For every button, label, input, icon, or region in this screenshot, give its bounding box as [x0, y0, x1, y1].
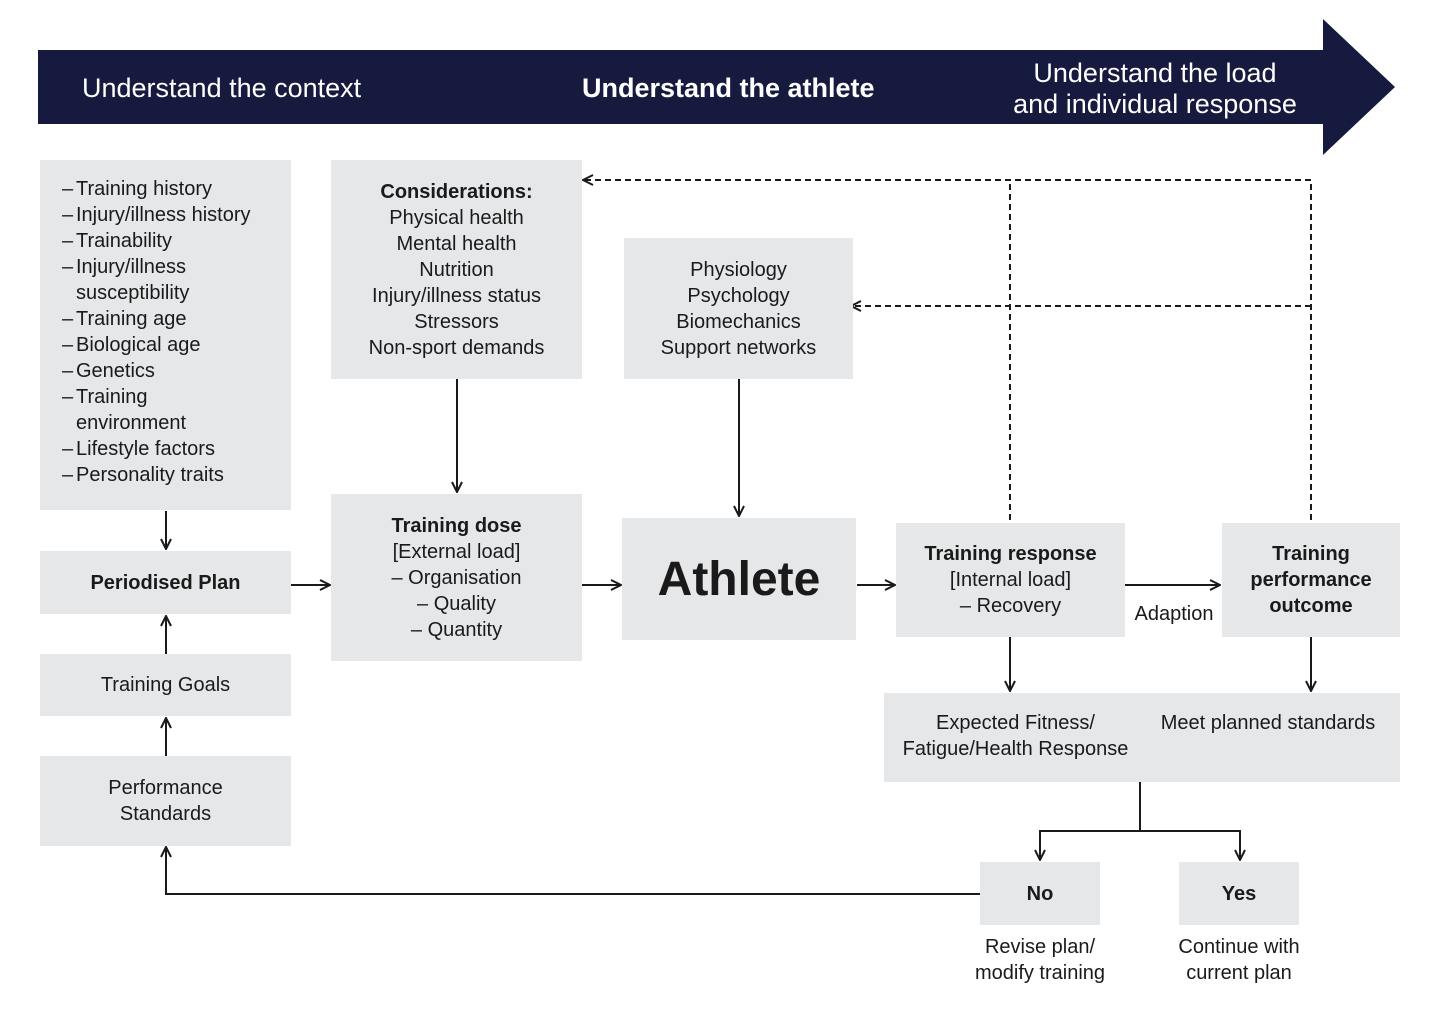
- performance-outcome-line: Training: [1272, 543, 1350, 565]
- context-factor-item: susceptibility: [62, 280, 291, 306]
- training-dose-title: Training dose: [391, 514, 522, 537]
- context-factor-text: Training history: [76, 178, 212, 200]
- considerations-item: Non-sport demands: [368, 336, 545, 359]
- banner-arrow: [38, 19, 1395, 155]
- context-factor-item: –Genetics: [62, 358, 291, 384]
- context-factor-item: environment: [62, 410, 291, 436]
- context-factor-text: Personality traits: [76, 464, 224, 486]
- adaption-label: Adaption: [1134, 603, 1214, 625]
- context-factor-text: Trainability: [76, 230, 172, 252]
- athlete-factor-item: Physiology: [690, 258, 787, 281]
- athlete-factor-item: Support networks: [660, 336, 817, 359]
- yes-caption: Continue with current plan: [1178, 936, 1300, 984]
- context-factor-text: Injury/illness history: [76, 204, 251, 226]
- list-dash: –: [62, 386, 74, 408]
- context-factor-item: –Lifestyle factors: [62, 436, 291, 462]
- context-factor-text: Training: [76, 386, 148, 408]
- considerations-item: Stressors: [414, 310, 499, 333]
- banner-athlete-label: Understand the athlete: [582, 73, 875, 103]
- athlete-factor-item: Psychology: [687, 284, 790, 307]
- evaluation-box: Expected Fitness/ Fatigue/Health Respons…: [884, 693, 1400, 782]
- meet-standards-label: Meet planned standards: [1160, 712, 1376, 734]
- context-factor-text: susceptibility: [76, 282, 190, 304]
- training-goals-box: Training Goals: [40, 654, 291, 716]
- considerations-item: Nutrition: [419, 258, 494, 281]
- context-factor-item: –Training age: [62, 306, 291, 332]
- list-dash: –: [62, 464, 74, 486]
- training-response-box: Training response [Internal load] – Reco…: [896, 523, 1125, 637]
- training-response-title: Training response: [924, 543, 1097, 565]
- context-factor-text: Genetics: [76, 360, 155, 382]
- training-dose-item: – Quality: [417, 592, 496, 615]
- performance-standards-line: Standards: [119, 803, 212, 825]
- banner-context-label: Understand the context: [82, 73, 362, 103]
- context-factor-item: –Training: [62, 384, 291, 410]
- banner-load-label: Understand the load and individual respo…: [1013, 58, 1297, 119]
- list-dash: [62, 410, 76, 436]
- list-dash: –: [62, 178, 74, 200]
- context-factor-text: Biological age: [76, 334, 201, 356]
- list-dash: –: [62, 438, 74, 460]
- no-box: No: [980, 862, 1100, 925]
- considerations-item: Injury/illness status: [372, 284, 541, 307]
- training-dose-box: Training dose [External load] – Organisa…: [331, 494, 582, 661]
- list-dash: –: [62, 334, 74, 356]
- no-label: No: [1026, 882, 1054, 905]
- list-dash: –: [62, 256, 74, 278]
- considerations-title: Considerations:: [380, 180, 533, 203]
- performance-outcome-line: outcome: [1269, 595, 1353, 617]
- performance-standards-line: Performance: [108, 777, 223, 799]
- athlete-factors-box: Physiology Psychology Biomechanics Suppo…: [624, 238, 853, 379]
- context-factor-item: –Training history: [62, 176, 291, 202]
- athlete-box: Athlete: [622, 518, 856, 640]
- context-factor-item: –Personality traits: [62, 462, 291, 488]
- performance-outcome-line: performance: [1250, 569, 1372, 591]
- training-dose-item: – Quantity: [410, 618, 503, 641]
- context-factor-item: –Injury/illness: [62, 254, 291, 280]
- list-dash: –: [62, 204, 74, 226]
- list-dash: –: [62, 308, 74, 330]
- context-factors-list: –Training history–Injury/illness history…: [62, 176, 291, 488]
- considerations-box: Considerations: Physical health Mental h…: [331, 160, 582, 379]
- training-goals-label: Training Goals: [100, 674, 231, 696]
- expected-response-label: Expected Fitness/ Fatigue/Health Respons…: [902, 712, 1129, 760]
- yes-box: Yes: [1179, 862, 1299, 925]
- context-factor-text: Injury/illness: [76, 256, 187, 278]
- context-factor-item: –Injury/illness history: [62, 202, 291, 228]
- list-dash: [62, 280, 76, 306]
- context-factor-text: Training age: [76, 308, 187, 330]
- yes-label: Yes: [1221, 882, 1257, 905]
- performance-standards-box: Performance Standards: [40, 756, 291, 846]
- list-dash: –: [62, 360, 74, 382]
- athlete-label: Athlete: [657, 552, 821, 606]
- context-factor-text: environment: [76, 412, 187, 434]
- periodised-plan-box: Periodised Plan: [40, 551, 291, 614]
- context-factors-box: –Training history–Injury/illness history…: [40, 160, 291, 510]
- considerations-item: Mental health: [396, 232, 517, 255]
- training-dose-subtitle: [External load]: [392, 540, 521, 563]
- periodised-plan-label: Periodised Plan: [90, 571, 241, 594]
- list-dash: –: [62, 230, 74, 252]
- athlete-factor-item: Biomechanics: [676, 310, 801, 333]
- arrow-to-yes: [1140, 830, 1240, 860]
- training-response-item: – Recovery: [959, 595, 1062, 617]
- arrow-to-no: [1040, 782, 1141, 860]
- performance-outcome-box: Training performance outcome: [1222, 523, 1400, 637]
- context-factor-text: Lifestyle factors: [76, 438, 215, 460]
- arrow-no-to-standards: [166, 847, 980, 895]
- no-caption: Revise plan/ modify training: [974, 936, 1106, 984]
- training-dose-item: – Organisation: [391, 566, 522, 589]
- training-response-subtitle: [Internal load]: [949, 569, 1072, 591]
- context-factor-item: –Biological age: [62, 332, 291, 358]
- context-factor-item: –Trainability: [62, 228, 291, 254]
- considerations-item: Physical health: [389, 206, 524, 229]
